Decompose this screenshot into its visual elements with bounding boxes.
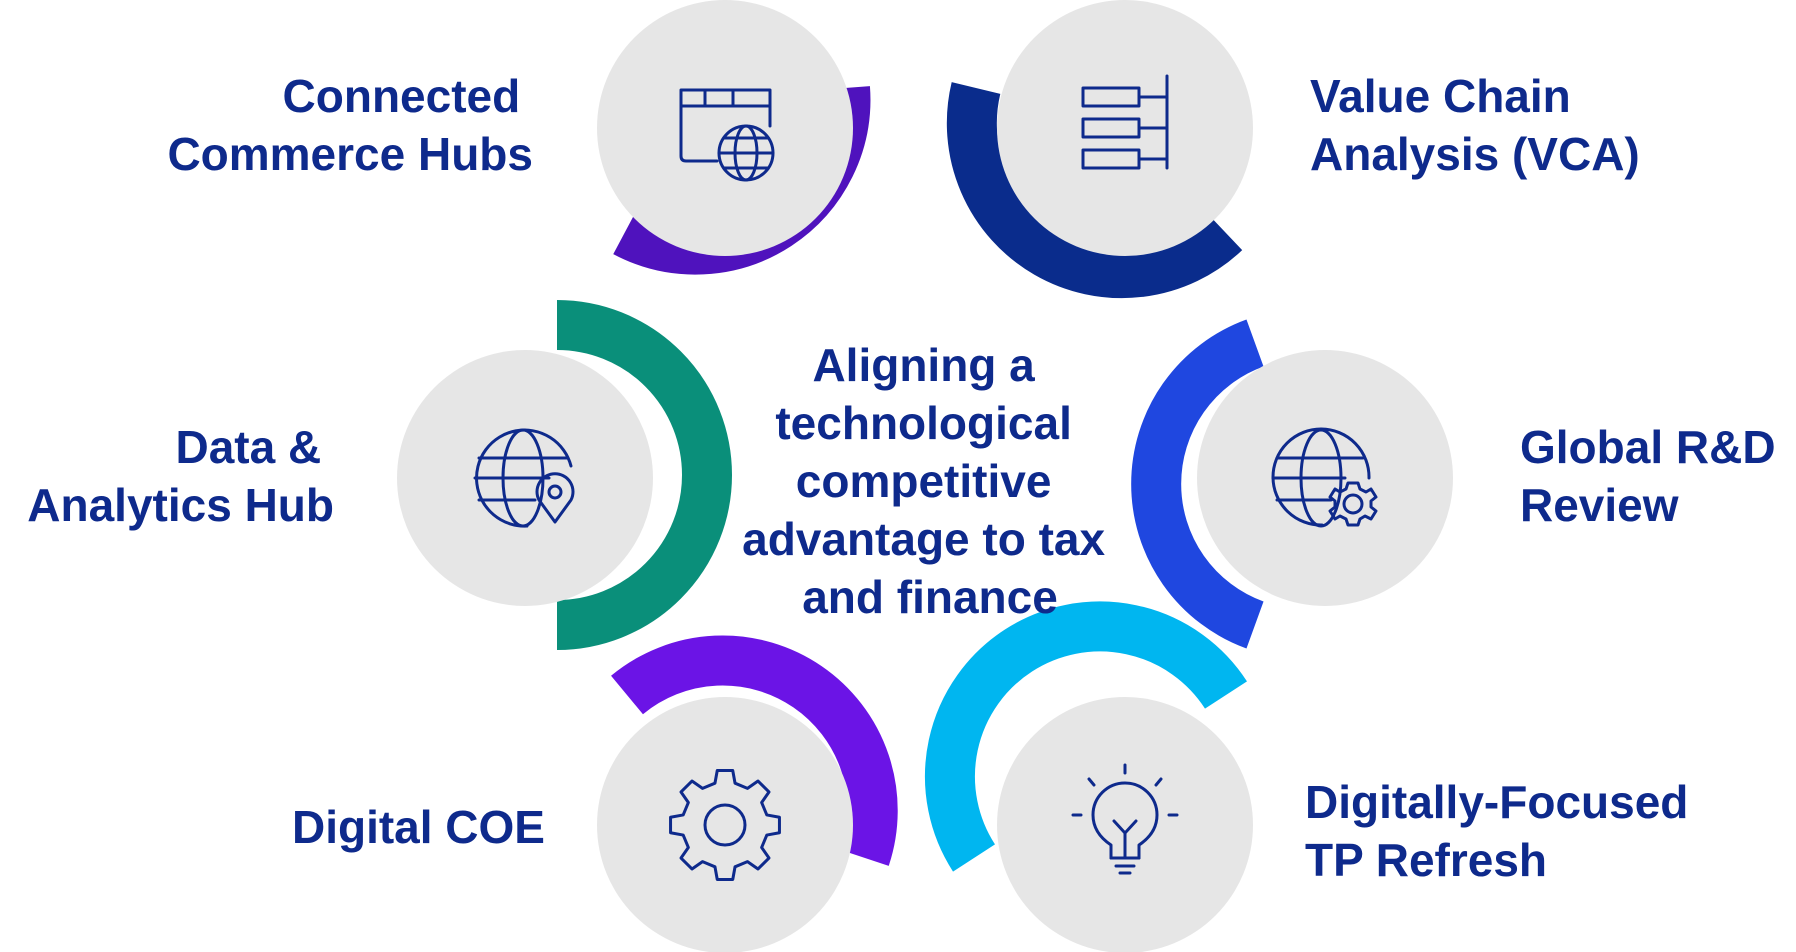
globe-pin-icon xyxy=(473,428,575,528)
arc-digital-coe xyxy=(611,635,898,866)
label-digitally-focused: Digitally-Focused TP Refresh xyxy=(1305,776,1701,886)
circle-digital-coe xyxy=(597,697,853,952)
gear-icon xyxy=(669,769,781,881)
hierarchy-bars-icon xyxy=(1081,74,1169,170)
globe-gear-icon xyxy=(1271,427,1378,528)
node-circles xyxy=(397,0,1453,952)
lightbulb-icon xyxy=(1071,763,1179,875)
label-digital-coe: Digital COE xyxy=(292,801,545,853)
label-data-analytics: Data & Analytics Hub xyxy=(27,421,334,531)
arc-global-rd xyxy=(1131,319,1265,649)
browser-globe-icon xyxy=(679,88,775,182)
circle-connected-commerce xyxy=(597,0,853,256)
arc-digitally-focused xyxy=(924,601,1247,872)
label-value-chain: Value Chain Analysis (VCA) xyxy=(1310,70,1640,180)
center-statement: Aligning a technological competitive adv… xyxy=(742,339,1118,623)
label-global-rd: Global R&D Review xyxy=(1520,421,1788,531)
node-labels: Connected Commerce Hubs Value Chain Anal… xyxy=(27,70,1788,886)
arc-value-chain xyxy=(946,82,1243,299)
accent-arcs xyxy=(556,82,1265,872)
circle-digitally-focused xyxy=(997,697,1253,952)
label-connected-commerce: Connected Commerce Hubs xyxy=(167,70,533,180)
circle-value-chain xyxy=(997,0,1253,256)
arc-data-analytics xyxy=(556,300,732,650)
